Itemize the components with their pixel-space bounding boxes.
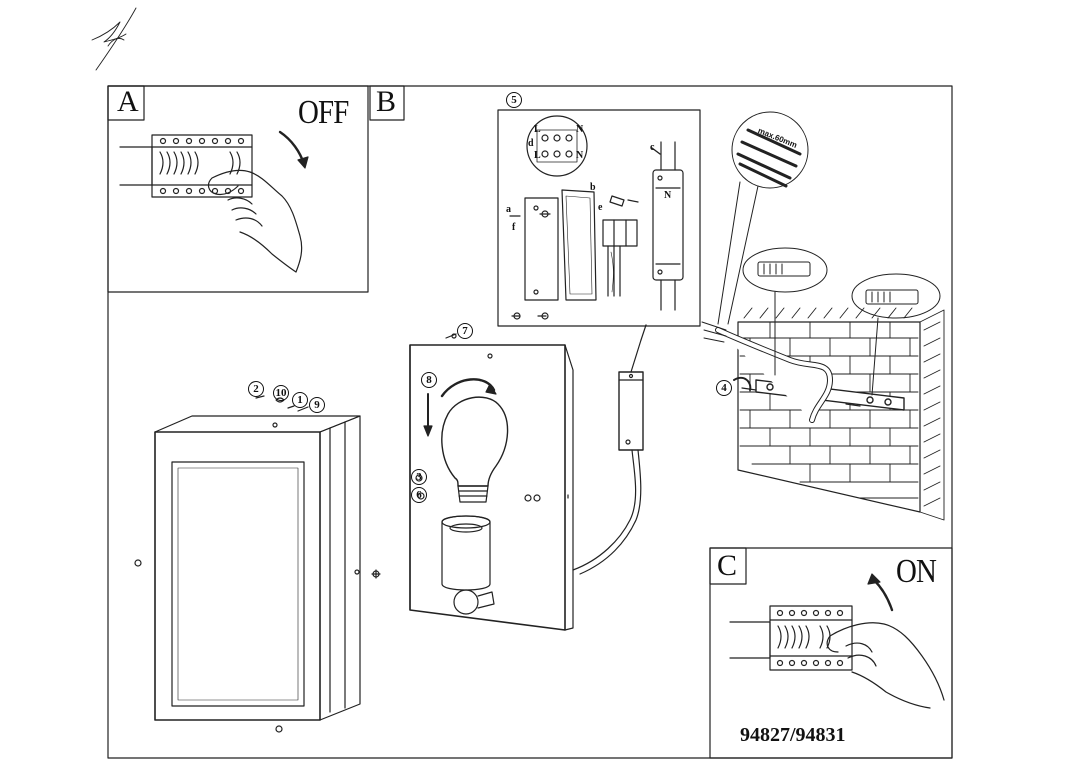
panel-a-letter: A [117, 85, 139, 118]
part-label-e: e [598, 202, 603, 213]
junction-box [618, 324, 647, 451]
terminal-label-l2: L [534, 150, 541, 161]
hand-c [826, 622, 945, 709]
anchor-callout-2 [851, 273, 941, 396]
mounting-plate [409, 333, 574, 631]
terminal-label-l1: L [534, 124, 541, 135]
panel-a [107, 85, 369, 293]
anchor-callout-1 [742, 247, 828, 376]
step-3: 3 [411, 469, 427, 485]
breaker-switches [159, 151, 241, 175]
panel-c [709, 547, 953, 759]
off-label: OFF [298, 94, 349, 131]
panel-c-letter: C [717, 549, 738, 582]
on-arrow [872, 578, 894, 612]
cable [572, 449, 637, 571]
brick-wall [737, 307, 945, 521]
bulb [441, 396, 509, 487]
model-number: 94827/94831 [740, 724, 846, 746]
step-10: 10 [273, 385, 289, 401]
mounting-bracket [701, 321, 905, 423]
step-9: 9 [309, 397, 325, 413]
on-label: ON [896, 553, 937, 590]
part-label-c: c [650, 142, 655, 153]
signature-mark [91, 7, 137, 71]
part-label-f: f [512, 222, 516, 233]
terminal-label-n1: N [576, 124, 584, 135]
junction-label-n: N [664, 190, 672, 201]
panel-b-letter: B [376, 85, 397, 118]
panel-b-label-box [369, 85, 405, 121]
step-5: 5 [506, 92, 522, 108]
step-8: 8 [421, 372, 437, 388]
lamp-socket [441, 515, 491, 591]
detail-box-5 [497, 109, 701, 327]
part-label-a: a [506, 204, 511, 215]
step-4: 4 [716, 380, 732, 396]
luminaire-cover [134, 395, 381, 733]
step-1: 1 [292, 392, 308, 408]
step-2: 2 [248, 381, 264, 397]
wire-strip-callout [717, 111, 809, 325]
step-6: 6 [411, 487, 427, 503]
hand [207, 169, 303, 273]
rotate-arrow [440, 378, 496, 398]
terminal-label-d: d [528, 138, 534, 149]
outer-frame [107, 85, 953, 759]
step-7: 7 [457, 323, 473, 339]
terminal-label-n2: N [576, 150, 584, 161]
part-label-b: b [590, 182, 596, 193]
